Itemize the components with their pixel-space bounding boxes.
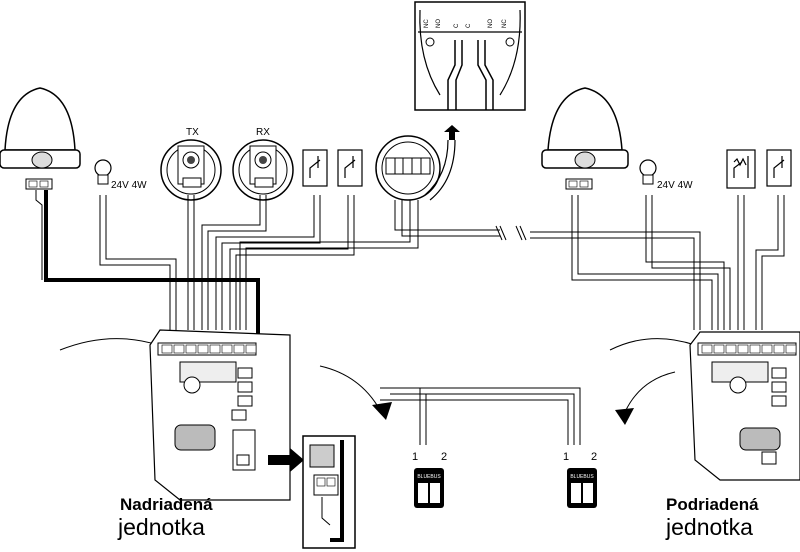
photocell-rx	[232, 139, 294, 201]
right-bulb-icon	[639, 159, 657, 185]
key-contact-label: C	[466, 23, 472, 28]
key-selector-icon	[375, 135, 441, 201]
bluebus-label-right: BLUEBUS	[570, 474, 594, 480]
arrow-up-icon	[444, 125, 460, 140]
bluebus-label-left: BLUEBUS	[417, 474, 441, 480]
bus-wiring	[380, 387, 581, 445]
left-unit-subtitle: jednotka	[118, 514, 205, 540]
key-selector-detail: NC NO C C NO NC	[414, 1, 526, 111]
left-switch-1	[302, 149, 328, 187]
photocell-rx-label: RX	[256, 127, 270, 138]
photocell-tx	[160, 139, 222, 201]
right-warning-lamp	[541, 87, 629, 190]
right-switch-1	[726, 149, 756, 189]
right-unit-subtitle: jednotka	[666, 514, 753, 540]
curved-arrow-right	[624, 371, 676, 413]
left-unit-title: Nadriadená	[120, 495, 213, 514]
left-switch-2	[337, 149, 363, 187]
left-control-unit	[59, 329, 291, 501]
bus-terminal-left-1: 1	[412, 451, 418, 463]
key-contact-label: C	[454, 23, 460, 28]
bus-terminal-left-2: 2	[441, 451, 447, 463]
photocell-tx-label: TX	[186, 127, 199, 138]
terminal-detail	[302, 435, 356, 549]
right-wiring	[530, 195, 785, 330]
key-contact-label: NC	[424, 19, 430, 28]
key-selector-contact-labels: NC NO C C NO NC	[424, 19, 508, 28]
bus-terminal-right-2: 2	[591, 451, 597, 463]
key-contact-label: NO	[488, 19, 494, 28]
right-unit-title: Podriadená	[666, 495, 759, 514]
right-switch-2	[766, 149, 792, 187]
right-lamp-rating: 24V 4W	[657, 180, 693, 191]
curved-arrow-left	[319, 365, 381, 411]
left-lamp-rating: 24V 4W	[111, 180, 147, 191]
arrow-right-icon	[268, 448, 304, 472]
bluebus-icon-right: BLUEBUS	[567, 468, 597, 508]
key-contact-label: NO	[436, 19, 442, 28]
left-wiring	[99, 195, 500, 330]
left-bulb-icon	[94, 159, 112, 185]
left-warning-lamp	[0, 87, 81, 190]
bus-terminal-right-1: 1	[563, 451, 569, 463]
key-contact-label: NC	[502, 19, 508, 28]
right-control-unit	[609, 331, 800, 481]
bluebus-icon-left: BLUEBUS	[414, 468, 444, 508]
